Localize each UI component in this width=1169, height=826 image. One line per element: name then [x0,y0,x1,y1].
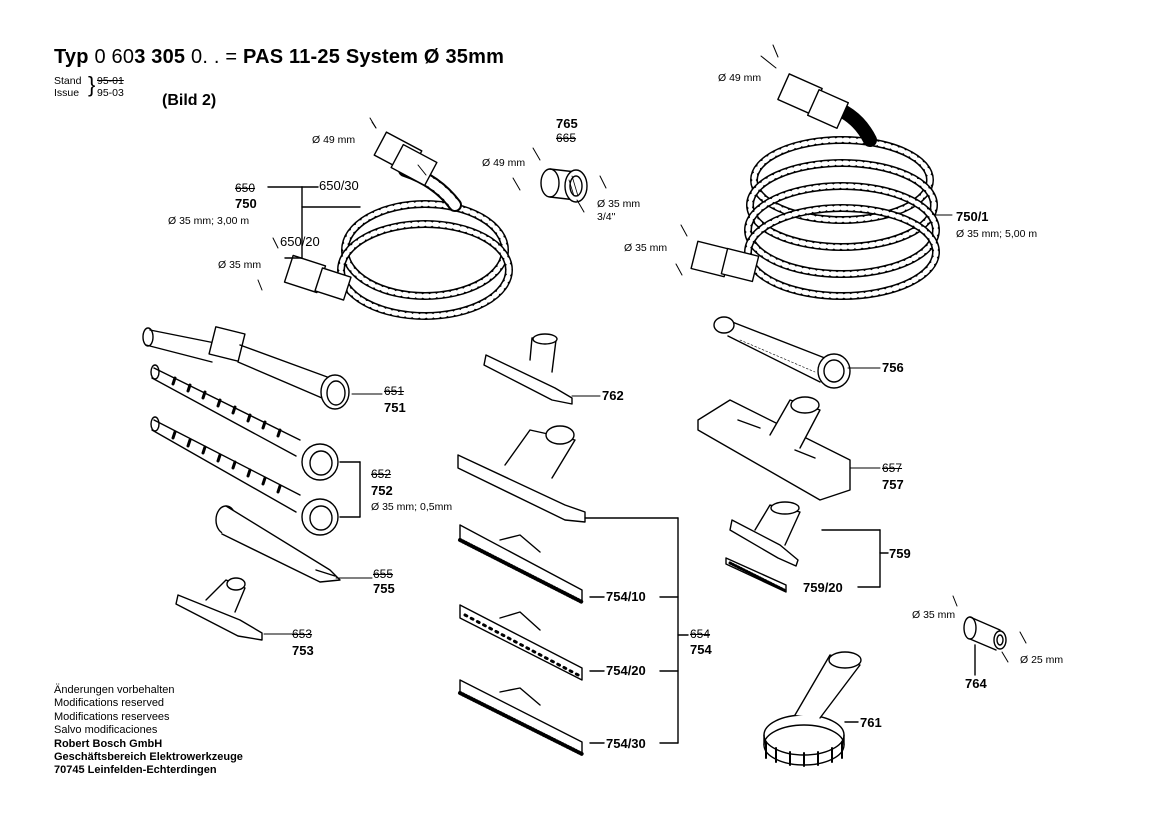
part-752-spec: Ø 35 mm; 0,5mm [371,501,453,513]
upholstery-nozzle-753-drawing [175,577,263,641]
issue-value: 95-03 [97,87,124,99]
part-756-number: 756 [882,360,904,375]
part-761-number: 761 [860,715,882,730]
footer-line-1: Änderungen vorbehalten [54,684,175,696]
adapter-765-number: 765 [556,116,578,131]
adapter-765-dia-in: Ø 49 mm [482,157,526,169]
part-764-dia-a: Ø 35 mm [912,609,956,621]
hose-750-1-spec: Ø 35 mm; 5,00 m [956,228,1038,240]
part-759-20-number: 759/20 [803,580,843,595]
title-number-b: 3 305 [134,46,186,68]
figure-label: (Bild 2) [162,92,217,109]
hose-750-1-number: 750/1 [956,209,989,224]
part-754-10-number: 754/10 [606,589,646,604]
footer-line-2: Modifications reserved [54,697,165,710]
hose-750-bracket [267,186,361,259]
floor-nozzle-757-drawing [697,396,851,501]
hose-750-dia-top: Ø 49 mm [312,134,356,146]
part-751-old-number: 651 [384,384,405,398]
footer-division: Geschäftsbereich Elektrowerkzeuge [54,751,243,764]
nozzle-759-bracket [821,529,889,588]
hose-750-number: 750 [235,196,257,211]
hose-750-part-bottom: 650/20 [280,234,320,249]
hose-750-drawing [283,131,513,320]
part-762-number: 762 [602,388,624,403]
part-751-number: 751 [384,400,406,415]
floor-nozzle-762-drawing [483,333,573,405]
floor-nozzle-754-base-drawing [457,425,586,523]
stand-label: Stand [54,75,82,87]
hose-750-1-dia-bottom: Ø 35 mm [624,242,668,254]
adapter-765-drawing [540,168,588,203]
part-757-number: 757 [882,477,904,492]
crevice-nozzle-755-drawing [215,505,341,583]
issue-label: Issue [54,87,80,99]
footer-block: Änderungen vorbehalten Modifications res… [54,684,243,778]
hose-750-spec: Ø 35 mm; 3,00 m [168,215,250,227]
part-755-number: 755 [373,581,395,596]
hose-750-part-top: 650/30 [319,178,359,193]
part-754-20-number: 754/20 [606,663,646,678]
footer-line-4: Salvo modificaciones [54,724,158,737]
hose-750-dia-bottom: Ø 35 mm [218,259,262,271]
part-764-number: 764 [965,676,987,691]
part-764-dia-b: Ø 25 mm [1020,654,1064,666]
tube-751-drawing [142,326,350,410]
hose-750-1-dia-top: Ø 49 mm [718,72,762,84]
nozzle-754-bracket [584,517,689,744]
leader-lines [263,367,881,635]
part-753-old-number: 653 [292,627,313,641]
title-model: PAS 11-25 System Ø 35mm [243,46,505,68]
part-755-old-number: 655 [373,567,394,581]
adapter-764-drawing [963,616,1007,676]
nozzle-inserts-754-drawing [458,524,584,756]
footer-company: Robert Bosch GmbH [54,737,163,750]
round-brush-761-drawing [763,651,862,767]
part-753-number: 753 [292,643,314,658]
adapter-765-thread: 3/4" [597,211,616,223]
tube-752-drawing [150,364,339,536]
part-759-number: 759 [889,546,911,561]
part-754-30-number: 754/30 [606,736,646,751]
title-number-c: 0. . = [191,46,238,68]
hose-750-old-number: 650 [235,181,256,195]
part-752-old-number: 652 [371,467,392,481]
tube-752-bracket [339,461,361,518]
page-title: Typ 0 603 305 0. . = PAS 11-25 System Ø … [54,47,504,67]
adapter-765-dimension-lines [512,147,607,213]
part-754-number: 754 [690,642,712,657]
footer-address: 70745 Leinfelden-Echterdingen [54,764,217,777]
crevice-tool-756-drawing [713,316,851,389]
title-typ: Typ [54,46,89,68]
adapter-764-dimension-lines [952,595,1027,663]
stand-issue-brace: } [88,72,96,97]
title-number-a: 0 60 [94,46,135,68]
part-757-old-number: 657 [882,461,903,475]
adapter-765-dia-out: Ø 35 mm [597,198,641,210]
hose-750-dimension-lines [257,117,427,291]
adapter-765-old-number: 665 [556,131,577,145]
footer-line-3: Modifications reservees [54,710,170,723]
upholstery-nozzle-759-drawing [725,501,801,593]
part-752-number: 752 [371,483,393,498]
hose-750-1-drawing [690,73,940,300]
hose-750-1-dimension-lines [675,44,953,276]
stand-value: 95-01 [97,75,124,87]
part-754-old-number: 654 [690,627,711,641]
